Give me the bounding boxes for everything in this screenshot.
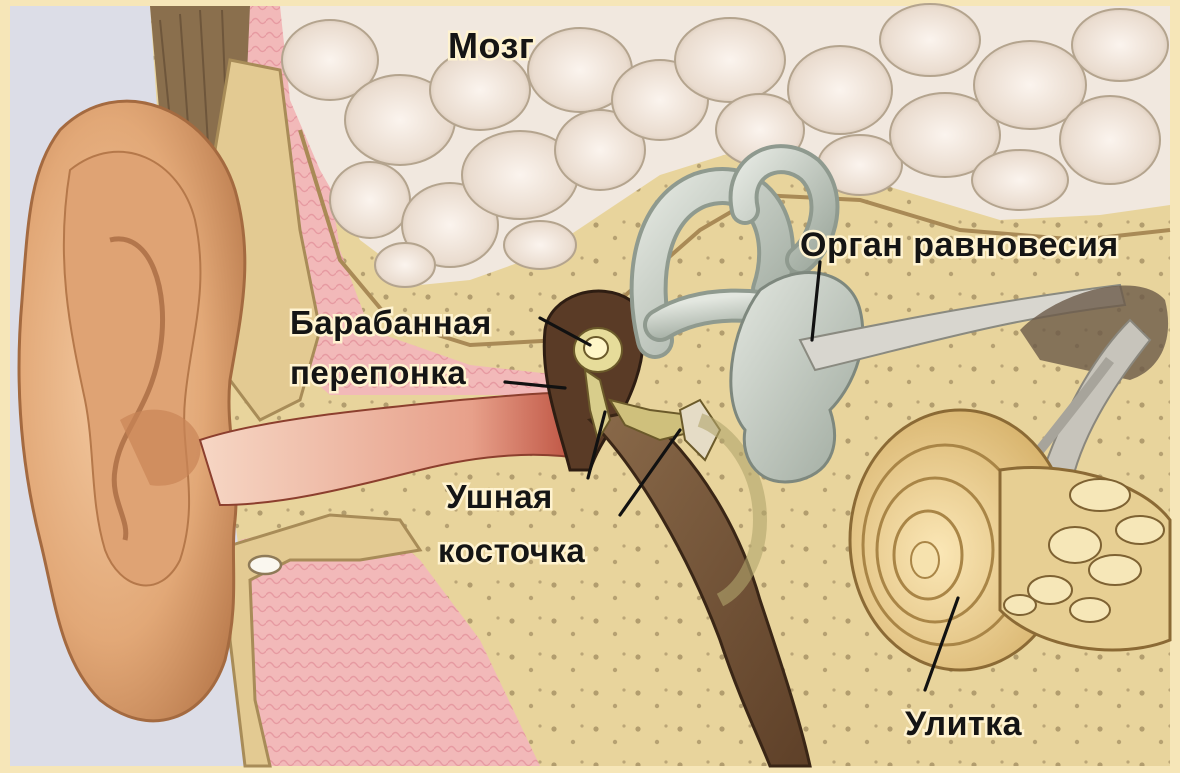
label-ossicle-line2: косточка (438, 532, 585, 569)
label-balance-organ: Орган равновесия (800, 226, 1119, 264)
label-cochlea: Улитка (905, 705, 1023, 743)
label-ossicle-line1: Ушная (446, 478, 553, 515)
label-brain: Мозг (448, 25, 534, 66)
label-eardrum-line1: Барабанная (290, 304, 492, 341)
air-cell (249, 556, 281, 574)
label-eardrum-line2: перепонка (290, 354, 466, 391)
